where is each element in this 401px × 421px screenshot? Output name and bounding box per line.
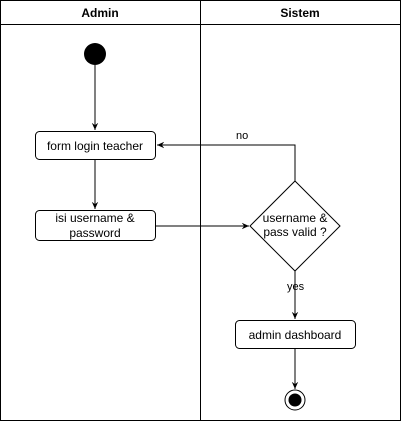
decision-label-line1: username & bbox=[263, 211, 328, 225]
action-isi-username-label-line1: isi username & bbox=[55, 211, 134, 225]
lane-header-sistem: Sistem bbox=[280, 6, 319, 20]
initial-node bbox=[84, 43, 106, 65]
action-isi-username-label-line2: password bbox=[69, 226, 120, 240]
lane-header-admin: Admin bbox=[81, 6, 118, 20]
action-form-login-teacher-label: form login teacher bbox=[47, 139, 143, 153]
final-node bbox=[284, 389, 306, 411]
edge-decision-no-to-form-login bbox=[157, 141, 296, 181]
decision-username-pass-valid: username & pass valid ? bbox=[249, 180, 341, 272]
edge-label-no: no bbox=[236, 130, 248, 142]
action-form-login-teacher: form login teacher bbox=[35, 131, 156, 160]
edge-label-yes: yes bbox=[287, 281, 305, 293]
decision-label-line2: pass valid ? bbox=[263, 225, 327, 239]
action-isi-username-password: isi username & password bbox=[35, 210, 156, 241]
action-admin-dashboard: admin dashboard bbox=[235, 320, 356, 349]
action-admin-dashboard-label: admin dashboard bbox=[249, 328, 342, 342]
